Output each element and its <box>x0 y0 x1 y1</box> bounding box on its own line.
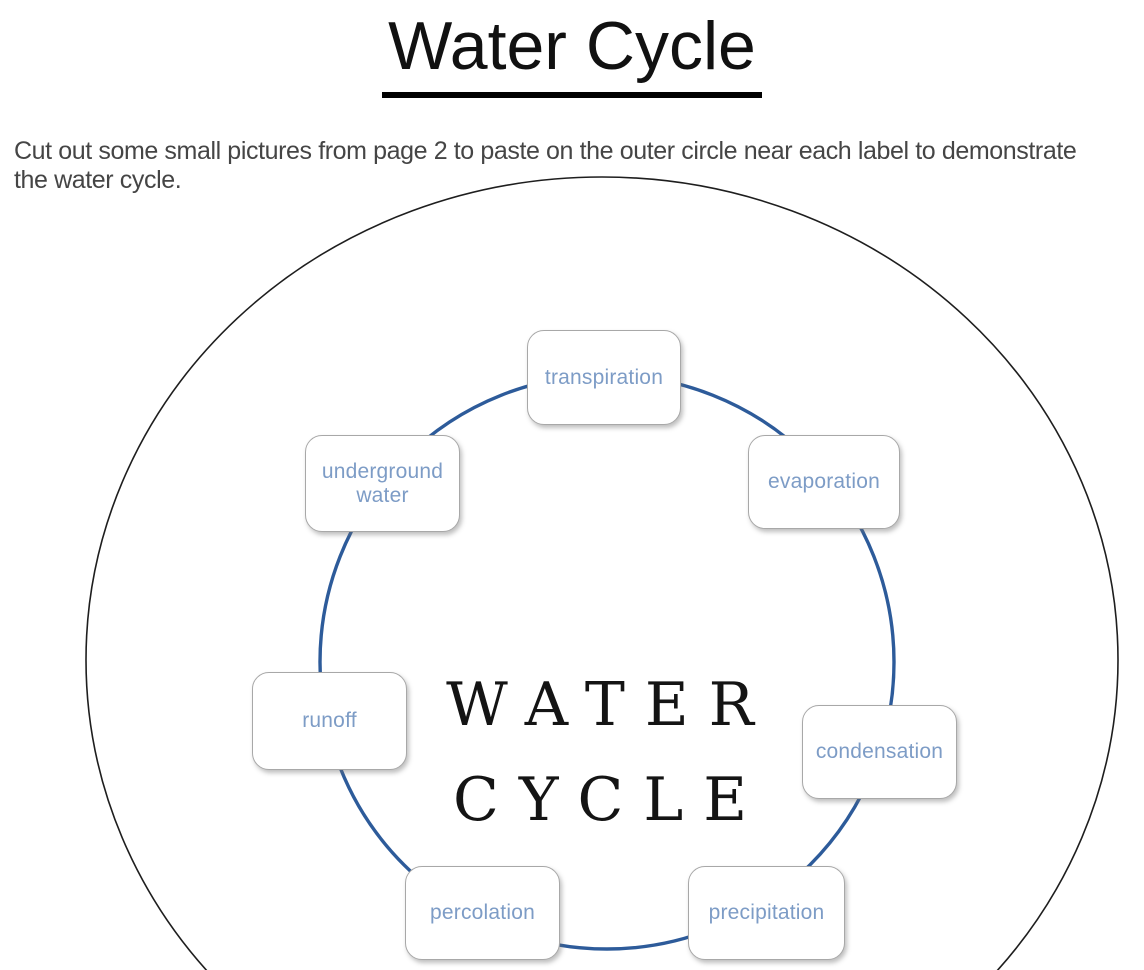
instructions-line-2: the water cycle. <box>14 166 182 194</box>
label-box-precipitation: precipitation <box>688 866 845 960</box>
label-text-runoff: runoff <box>302 709 357 732</box>
label-text-percolation: percolation <box>430 901 535 924</box>
outer-circle <box>85 176 1119 970</box>
label-text-underground-water: underground water <box>321 459 444 507</box>
label-box-condensation: condensation <box>802 705 957 799</box>
instructions-text: Cut out some small pictures from page 2 … <box>14 137 1138 195</box>
label-text-transpiration: transpiration <box>544 365 664 389</box>
center-title: WATER CYCLE <box>340 658 860 848</box>
center-title-line-2: CYCLE <box>452 765 767 835</box>
label-box-underground-water: underground water <box>305 435 460 532</box>
label-box-runoff: runoff <box>252 672 407 770</box>
label-box-evaporation: evaporation <box>748 435 900 529</box>
instructions-line-1: Cut out some small pictures from page 2 … <box>14 137 1077 165</box>
label-text-condensation: condensation <box>815 740 944 763</box>
label-text-precipitation: precipitation <box>708 901 825 924</box>
center-title-line-1: WATER <box>446 670 774 740</box>
label-box-percolation: percolation <box>405 866 560 960</box>
label-box-transpiration: transpiration <box>527 330 681 425</box>
page-title: Water Cycle <box>382 6 762 98</box>
page-title-wrap: Water Cycle <box>0 6 1144 98</box>
label-text-evaporation: evaporation <box>768 470 880 493</box>
